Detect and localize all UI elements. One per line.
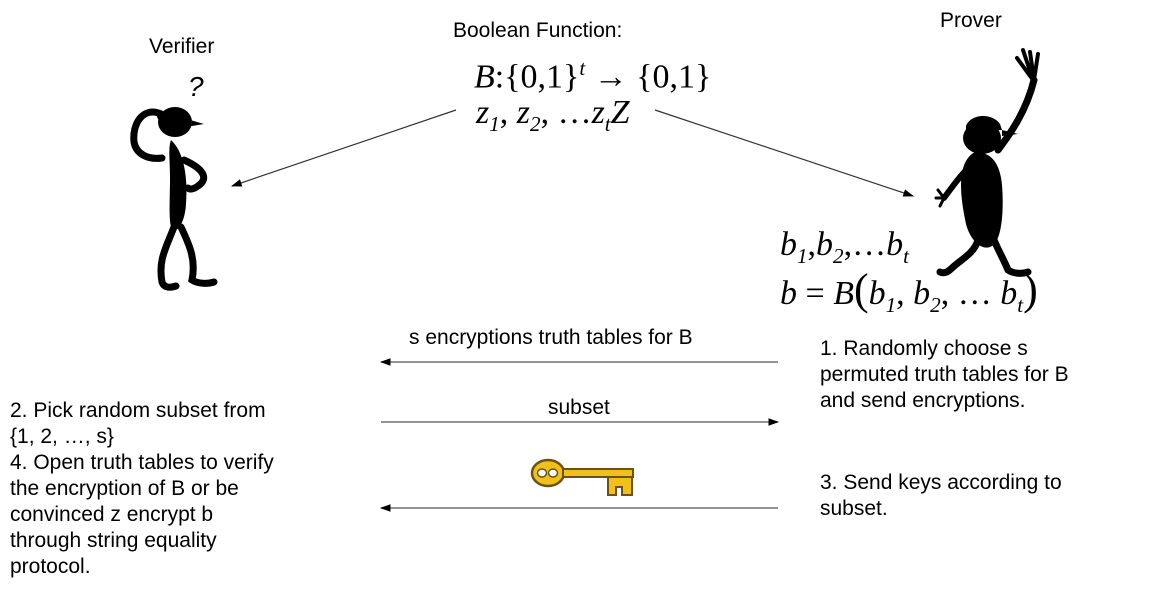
function-domain-exponent: t <box>579 56 586 80</box>
prover-step-3: 3. Send keys according to subset. <box>820 471 1062 520</box>
b-equation: b = B(b1, b2, … bt) <box>780 265 1038 317</box>
verifier-figure: ? <box>130 71 218 291</box>
z-variables: z1, z2, …ztZ <box>476 94 630 136</box>
arrow-function-to-verifier <box>230 109 457 187</box>
function-domain: {0,1} <box>504 58 580 96</box>
function-codomain: {0,1} <box>636 58 712 96</box>
function-name: B <box>474 58 495 96</box>
prover-label: Prover <box>940 9 1002 32</box>
verifier-step-4: 4. Open truth tables to verify the encry… <box>10 451 274 578</box>
prover-figure <box>934 48 1040 277</box>
verifier-label: Verifier <box>149 35 215 58</box>
function-title: Boolean Function: <box>453 19 623 42</box>
function-arrow: → <box>593 58 628 96</box>
verifier-step-2: 2. Pick random subset from {1, 2, …, s} <box>10 399 266 448</box>
prover-step-1: 1. Randomly choose s permuted truth tabl… <box>820 337 1069 412</box>
encryptions-message: s encryptions truth tables for B <box>409 326 693 349</box>
arrow-function-to-prover <box>654 109 915 197</box>
key-icon <box>530 458 634 496</box>
question-mark: ? <box>188 71 204 102</box>
b-variables: b1,b2,…bt <box>780 226 909 268</box>
function-colon: : <box>494 58 505 96</box>
function-definition: B:{0,1}t → {0,1} <box>474 56 712 96</box>
subset-message: subset <box>548 396 610 419</box>
